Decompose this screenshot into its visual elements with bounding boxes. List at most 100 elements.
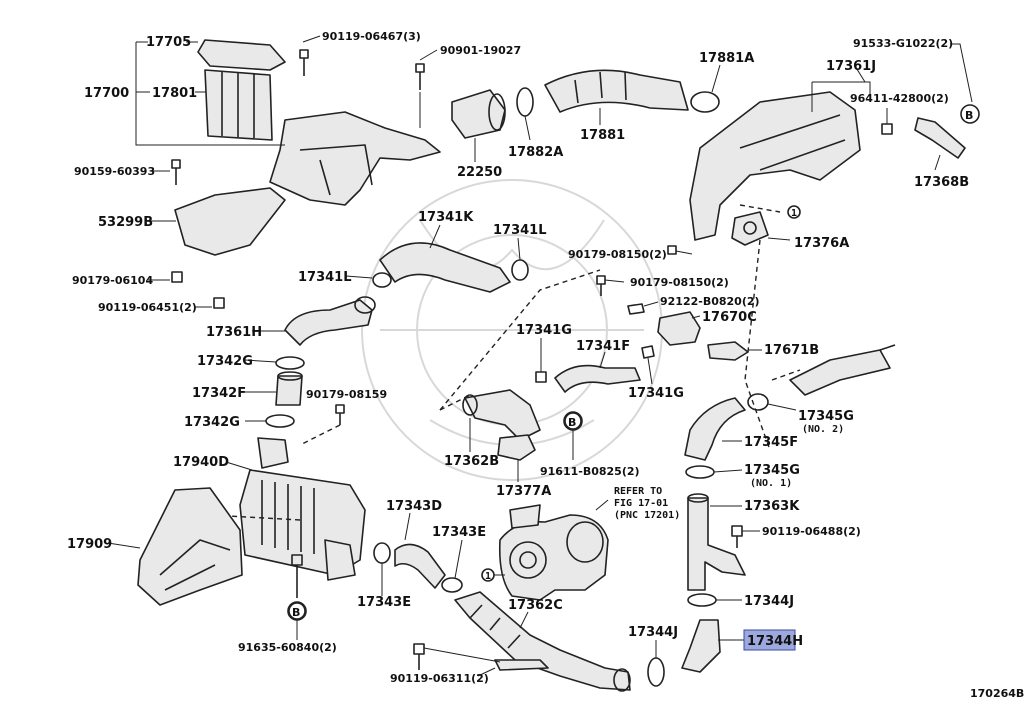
label-no1: (NO. 1) — [750, 478, 792, 489]
label-90119-06467[interactable]: 90119-06467(3) — [322, 30, 421, 43]
label-90179-08159[interactable]: 90179-08159 — [306, 388, 387, 401]
pipe-right — [789, 344, 896, 396]
clamp-17342g-upper — [275, 356, 305, 370]
label-17670c[interactable]: 17670C — [702, 310, 757, 325]
label-17705[interactable]: 17705 — [146, 35, 191, 50]
gasket-17377a — [497, 434, 536, 461]
label-17342g-lower[interactable]: 17342G — [184, 415, 240, 430]
ref-marker-b-top: B — [960, 104, 980, 124]
hose-17361h — [284, 296, 376, 346]
label-17341g-top[interactable]: 17341G — [516, 323, 572, 338]
label-17368b[interactable]: 17368B — [914, 175, 969, 190]
bracket-17368b — [914, 117, 966, 159]
clamp-17343e-right — [441, 577, 463, 593]
ref-marker-1-bottom: 1 — [485, 571, 491, 582]
svg-text:B: B — [568, 416, 576, 429]
air-flow-meter-22250 — [451, 89, 506, 139]
label-53299b[interactable]: 53299B — [98, 215, 153, 230]
duct-17909 — [137, 487, 243, 606]
label-90179-08150-b[interactable]: 90179-08150(2) — [630, 276, 729, 289]
highlight-17344h — [743, 629, 796, 651]
hose-17341k — [379, 242, 511, 293]
label-17700[interactable]: 17700 — [84, 86, 129, 101]
label-90119-06451[interactable]: 90119-06451(2) — [98, 301, 197, 314]
label-17882a[interactable]: 17882A — [508, 145, 563, 160]
label-90159-60393[interactable]: 90159-60393 — [74, 165, 155, 178]
valve-17670c — [657, 311, 701, 346]
hose-17345f — [684, 397, 746, 461]
label-17341f[interactable]: 17341F — [576, 339, 630, 354]
label-17343e-left[interactable]: 17343E — [357, 595, 411, 610]
hose-17881 — [544, 69, 689, 113]
clamp-17345g-no2 — [747, 393, 769, 411]
label-17361h[interactable]: 17361H — [206, 325, 262, 340]
pipe-17362b — [462, 389, 541, 441]
cover-53299b — [174, 187, 286, 256]
label-17342f[interactable]: 17342F — [192, 386, 246, 401]
air-cleaner-group — [197, 39, 441, 206]
svg-text:B: B — [292, 606, 300, 619]
ref-marker-b-bottom: B — [287, 601, 307, 621]
label-17881[interactable]: 17881 — [580, 128, 625, 143]
label-90901-19027[interactable]: 90901-19027 — [440, 44, 521, 57]
label-17344j-right[interactable]: 17344J — [744, 594, 794, 609]
ref-marker-1-top: 1 — [791, 208, 797, 219]
bolt-90119-06467 — [299, 49, 309, 76]
clamp-17882a — [516, 87, 534, 117]
label-17345f[interactable]: 17345F — [744, 435, 798, 450]
label-17341g-bottom[interactable]: 17341G — [628, 386, 684, 401]
label-17909[interactable]: 17909 — [67, 537, 112, 552]
label-90179-08150-a[interactable]: 90179-08150(2) — [568, 248, 667, 261]
label-91635-60840[interactable]: 91635-60840(2) — [238, 641, 337, 654]
intercooler-17940d — [239, 437, 366, 581]
label-17801[interactable]: 17801 — [152, 86, 197, 101]
clamp-17345g-no1 — [685, 465, 715, 479]
label-17343e-right[interactable]: 17343E — [432, 525, 486, 540]
label-91611-b0825[interactable]: 91611-B0825(2) — [540, 465, 640, 478]
label-17341k[interactable]: 17341K — [418, 210, 474, 225]
diagram-id: 170264B — [970, 687, 1024, 700]
label-90179-06104[interactable]: 90179-06104 — [72, 274, 153, 287]
label-90119-06488[interactable]: 90119-06488(2) — [762, 525, 861, 538]
label-refer-to: REFER TO — [614, 486, 662, 497]
label-17341l-left[interactable]: 17341L — [298, 270, 352, 285]
label-17342g-upper[interactable]: 17342G — [197, 354, 253, 369]
label-17940d[interactable]: 17940D — [173, 455, 229, 470]
hose-17344h — [681, 619, 721, 673]
label-refer-pnc: (PNC 17201) — [614, 510, 680, 521]
label-17344j-left[interactable]: 17344J — [628, 625, 678, 640]
label-refer-fig[interactable]: FIG 17-01 — [614, 498, 668, 509]
label-17362b[interactable]: 17362B — [444, 454, 499, 469]
svg-text:1: 1 — [485, 571, 491, 582]
clamp-17344j-upper — [687, 593, 717, 607]
clamp-17342g-lower — [265, 414, 295, 428]
label-17341l-right[interactable]: 17341L — [493, 223, 547, 238]
clamp-17344j-lower — [647, 657, 665, 687]
label-17881a[interactable]: 17881A — [699, 51, 754, 66]
pipe-17363k — [687, 493, 746, 591]
label-17671b[interactable]: 17671B — [764, 343, 819, 358]
label-no2: (NO. 2) — [802, 424, 844, 435]
label-90119-06311[interactable]: 90119-06311(2) — [390, 672, 489, 685]
clamp-17881a — [690, 91, 720, 113]
label-17376a[interactable]: 17376A — [794, 236, 849, 251]
label-17362c[interactable]: 17362C — [508, 598, 563, 613]
gasket-17376a — [731, 211, 769, 246]
label-92122-b0820[interactable]: 92122-B0820(2) — [660, 295, 760, 308]
pipe-17361j — [689, 91, 861, 241]
label-17363k[interactable]: 17363K — [744, 499, 800, 514]
label-22250[interactable]: 22250 — [457, 165, 502, 180]
label-96411-42800[interactable]: 96411-42800(2) — [850, 92, 949, 105]
label-17361j[interactable]: 17361J — [826, 59, 876, 74]
label-91533-g1022[interactable]: 91533-G1022(2) — [853, 37, 953, 50]
pipe-17362c — [454, 591, 631, 692]
clamp-17343e-left — [373, 542, 391, 564]
label-17345g-no2[interactable]: 17345G — [798, 409, 854, 424]
label-17344h[interactable]: 17344H — [747, 634, 803, 649]
label-17345g-no1[interactable]: 17345G — [744, 463, 800, 478]
hose-17341f — [554, 364, 641, 393]
label-17377a[interactable]: 17377A — [496, 484, 551, 499]
label-17343d[interactable]: 17343D — [386, 499, 442, 514]
